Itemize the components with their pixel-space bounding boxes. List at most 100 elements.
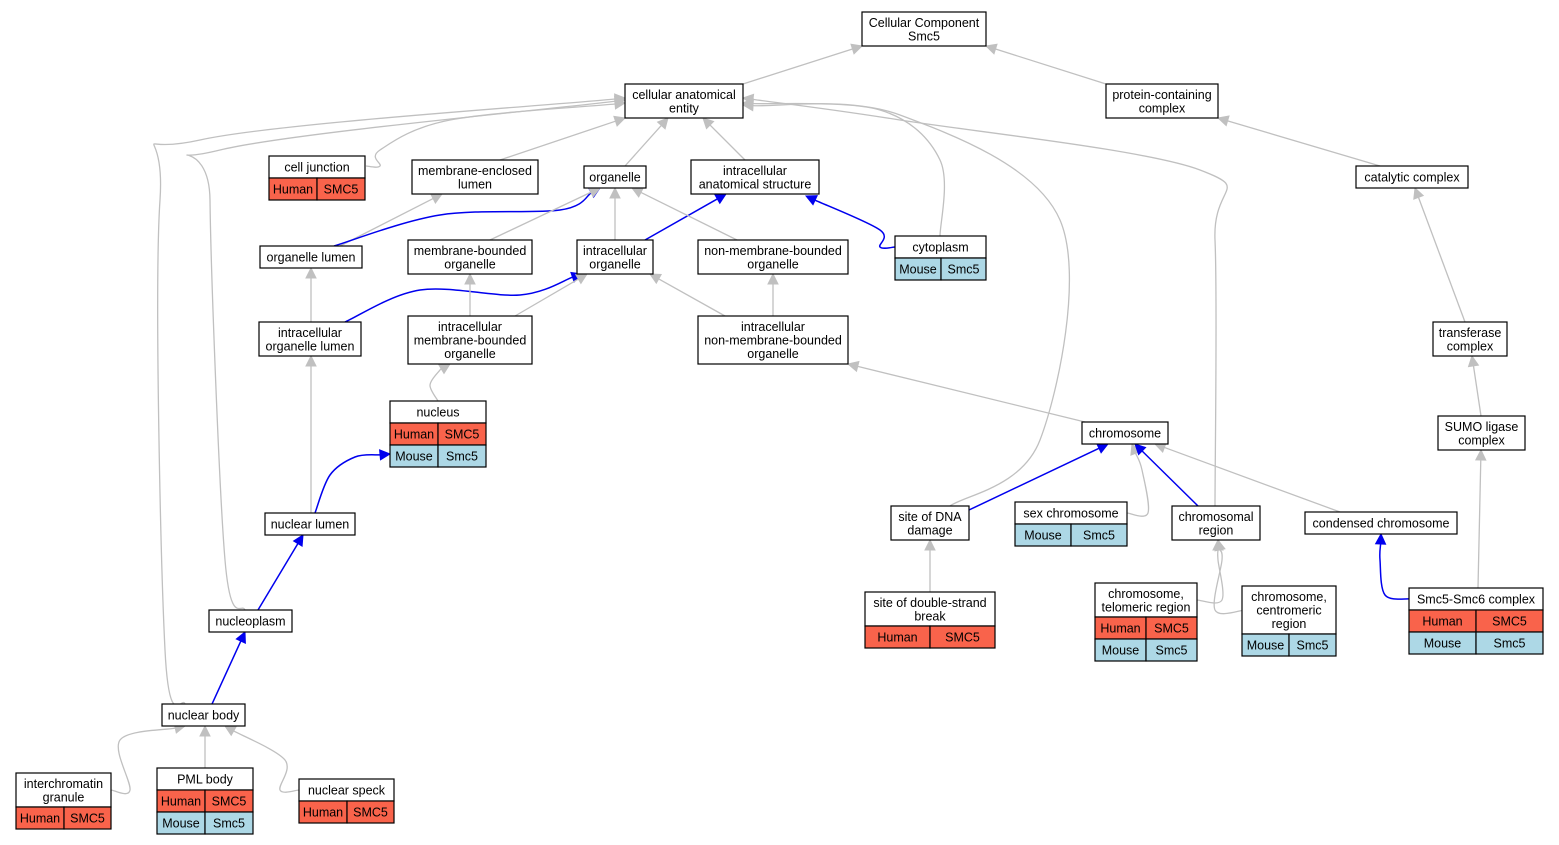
edge-line xyxy=(211,640,242,705)
term-label-line: telomeric region xyxy=(1102,600,1191,614)
term-label-line: cell junction xyxy=(284,161,349,175)
gene-cell xyxy=(1145,638,1198,662)
arrowhead xyxy=(1216,115,1230,127)
go-term-node[interactable]: intracellularnon-membrane-boundedorganel… xyxy=(697,315,849,365)
arrowhead xyxy=(1134,443,1147,456)
edge-nl-to-nuc xyxy=(314,449,392,514)
term-label-line: membrane-enclosed xyxy=(418,164,532,178)
annotation-row-human: Human SMC5 xyxy=(268,177,366,201)
species-label: Human xyxy=(273,183,313,197)
gene-cell xyxy=(1475,631,1544,655)
go-term-node[interactable]: nuclear body xyxy=(161,703,246,727)
gene-label: Smc5 xyxy=(213,817,245,831)
term-box xyxy=(864,591,996,627)
arrowhead xyxy=(656,117,669,130)
term-label-line: sex chromosome xyxy=(1023,507,1118,521)
term-label-line: damage xyxy=(907,523,952,537)
gene-label: SMC5 xyxy=(945,631,980,645)
go-term-node[interactable]: nuclear lumen xyxy=(264,512,356,536)
edge-np-to-cae xyxy=(186,95,627,611)
annotation-row-mouse: Mouse Smc5 xyxy=(156,811,254,835)
species-label: Human xyxy=(1100,622,1140,636)
go-term-node[interactable]: nucleoplasm xyxy=(208,609,293,633)
term-label-line: intracellular xyxy=(583,244,647,258)
go-term-node[interactable]: chromosome xyxy=(1081,421,1169,445)
term-label-line: intracellular xyxy=(278,326,342,340)
gene-label: SMC5 xyxy=(324,183,359,197)
term-label-line: site of DNA xyxy=(898,510,962,524)
term-box xyxy=(407,239,533,275)
term-box xyxy=(890,505,970,541)
arrowhead xyxy=(1374,532,1387,545)
term-label-line: entity xyxy=(669,101,700,115)
term-label-line: lumen xyxy=(458,177,492,191)
edge-cat-to-pcc xyxy=(1216,115,1381,167)
gene-cell xyxy=(940,257,987,281)
edge-chrr-to-cae xyxy=(741,93,1228,507)
edge-line xyxy=(640,191,738,241)
term-box xyxy=(861,11,987,47)
edge-sdsb-to-sdd xyxy=(924,538,936,592)
arrowhead xyxy=(846,360,860,373)
go-term-node[interactable]: catalytic complex xyxy=(1355,165,1469,189)
edge-line xyxy=(1417,197,1466,323)
species-label: Human xyxy=(20,812,60,826)
term-label-line: site of double-strand xyxy=(873,596,986,610)
term-box xyxy=(1105,83,1219,119)
gene-label: Smc5 xyxy=(1156,644,1188,658)
edge-line xyxy=(752,103,1071,507)
go-term-node[interactable]: organelle xyxy=(583,165,647,189)
edge-orgl-to-org xyxy=(333,187,601,247)
term-label-line: region xyxy=(1272,617,1307,631)
arrowhead xyxy=(1474,448,1487,461)
arrowhead xyxy=(924,538,936,551)
term-label-line: protein-containing xyxy=(1112,88,1211,102)
go-term-node[interactable]: organelle lumen xyxy=(259,245,363,269)
arrowhead xyxy=(199,724,211,737)
edge-line xyxy=(429,367,443,402)
species-label: Mouse xyxy=(162,817,200,831)
gene-label: Smc5 xyxy=(446,450,478,464)
arrowhead xyxy=(1096,443,1110,454)
go-term-node[interactable]: condensed chromosome xyxy=(1304,511,1458,535)
gene-cell xyxy=(63,806,112,830)
term-box xyxy=(15,772,112,808)
gene-label: SMC5 xyxy=(1492,615,1527,629)
gene-label: SMC5 xyxy=(212,795,247,809)
edge-line xyxy=(709,124,746,161)
term-label-line: region xyxy=(1199,523,1234,537)
term-box xyxy=(208,609,293,633)
